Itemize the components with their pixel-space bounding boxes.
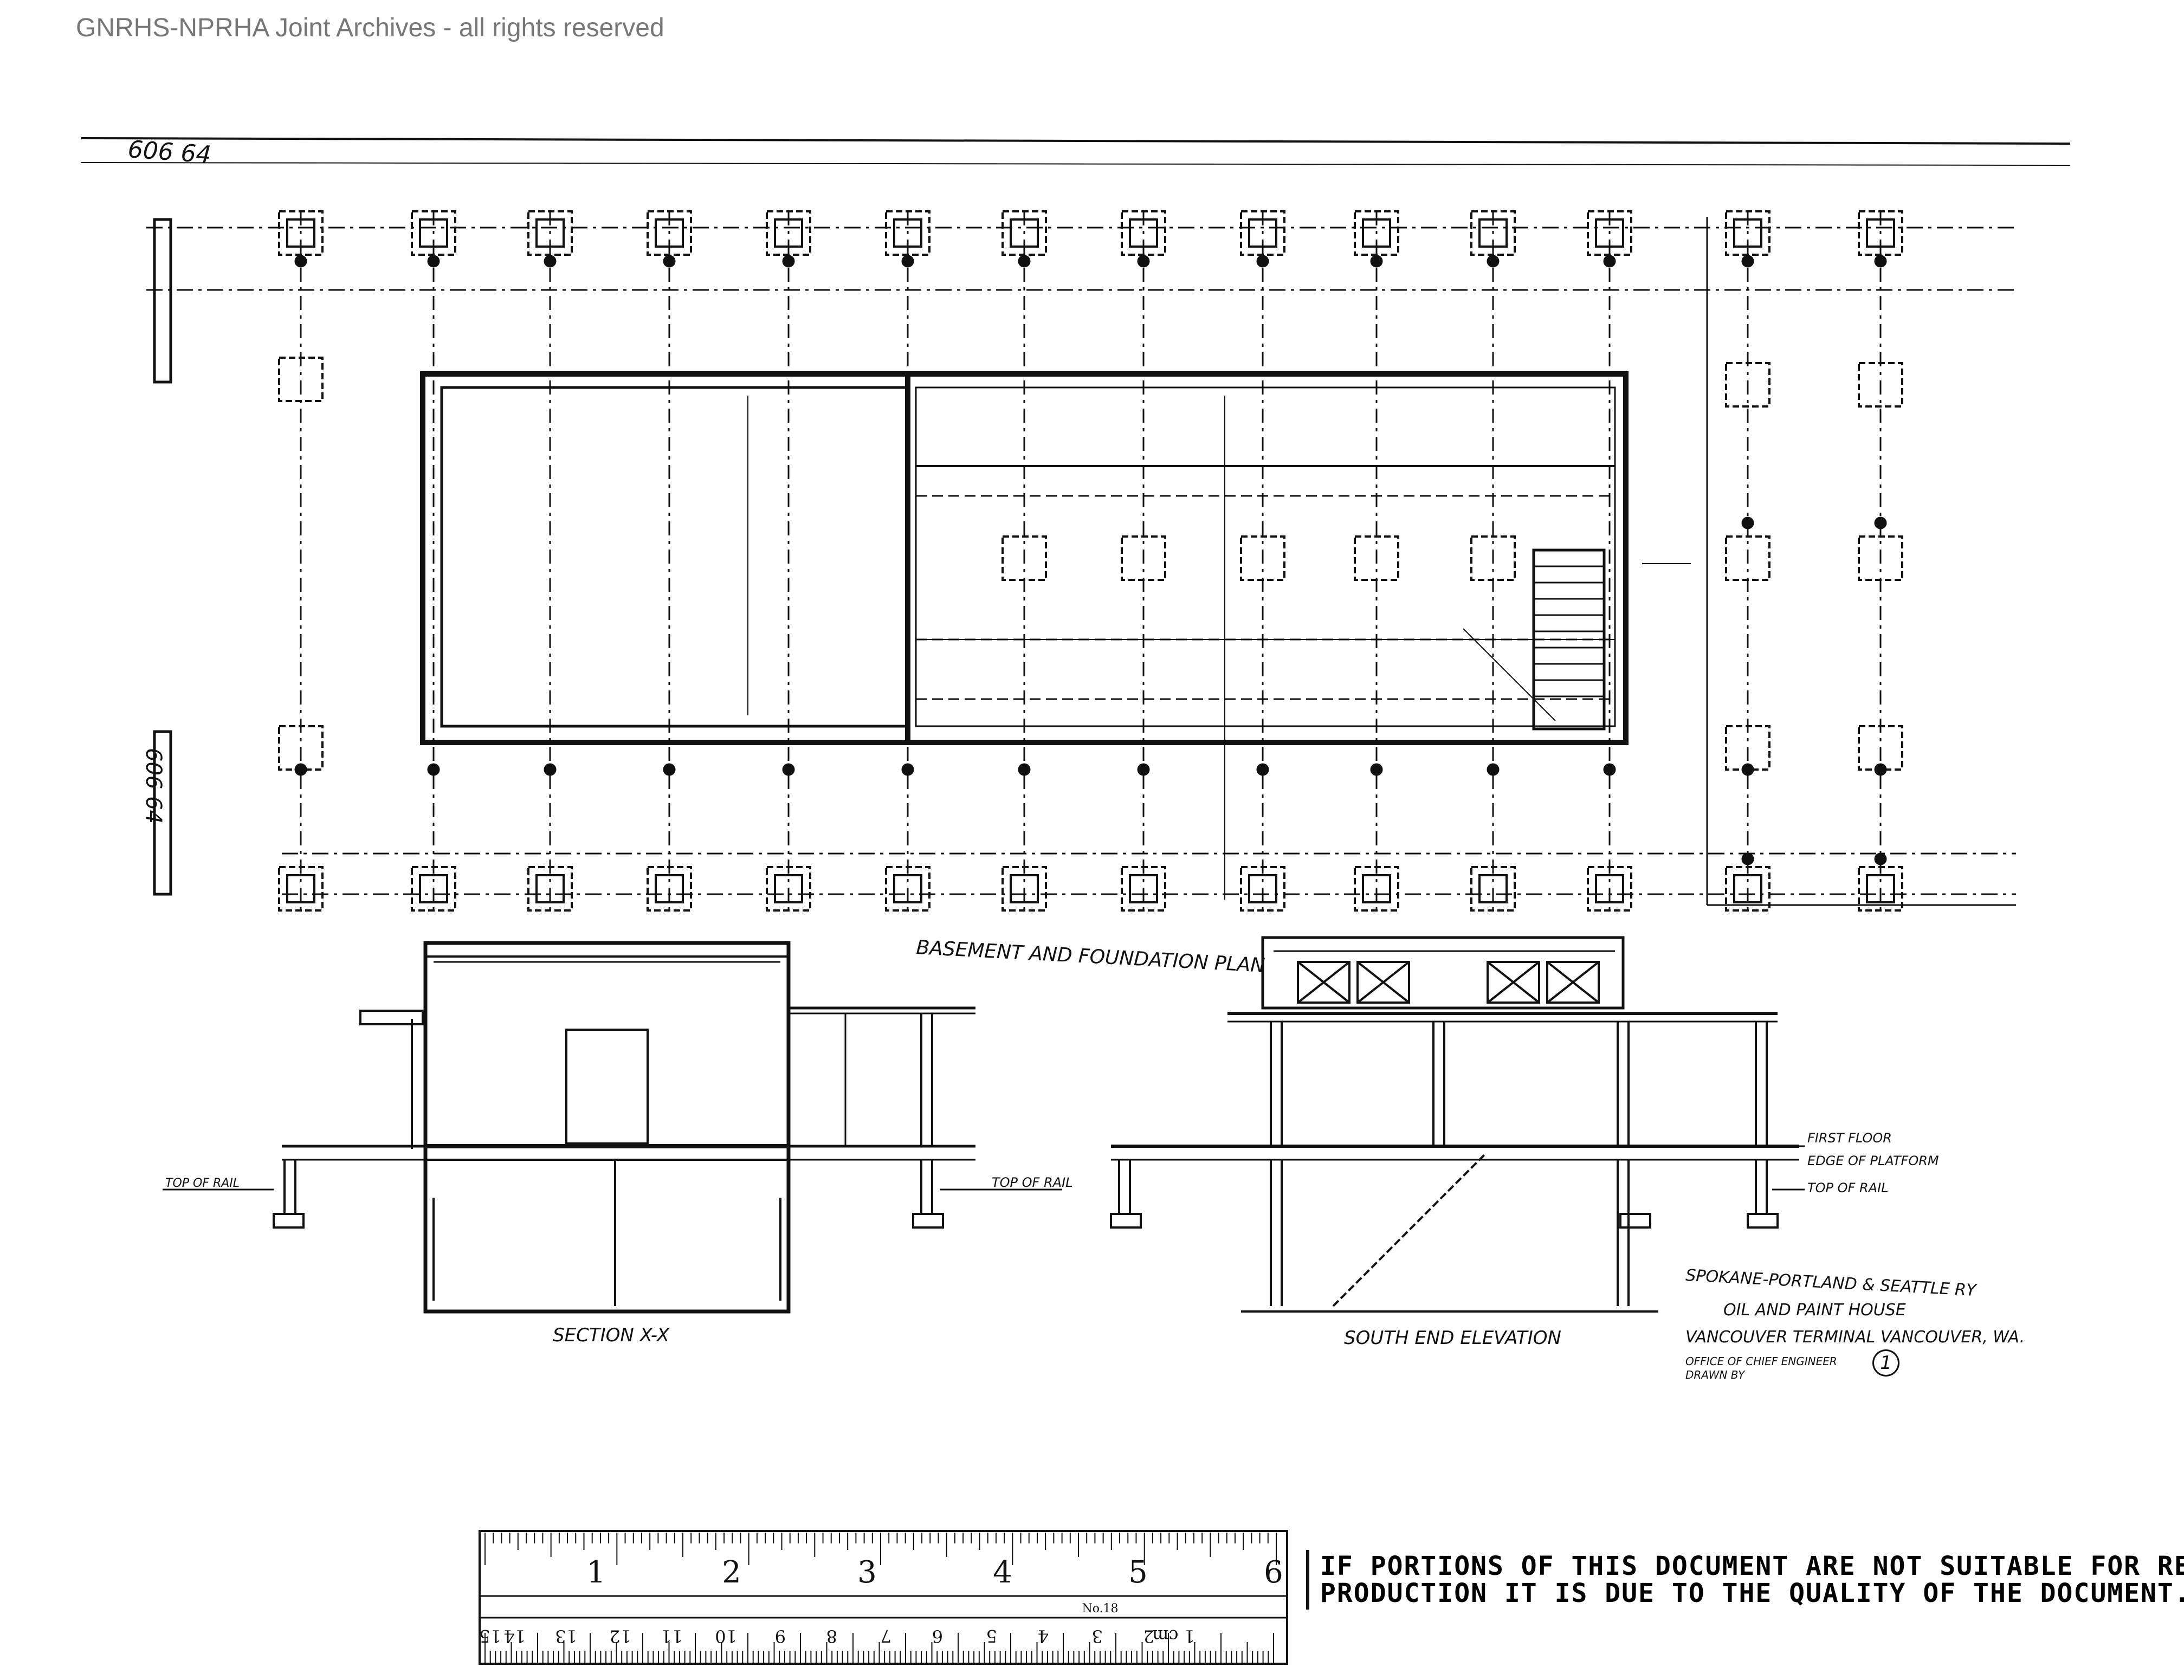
title-block-sheet-number: 1 — [1872, 1349, 1899, 1377]
title-block-building: OIL AND PAINT HOUSE — [1723, 1301, 1906, 1320]
label-top-of-rail-left: TOP OF RAIL — [165, 1177, 240, 1190]
foundation-plan — [81, 137, 2071, 912]
ruler-cm-15: 15 — [479, 1626, 501, 1646]
section-label: SECTION X-X — [553, 1324, 670, 1346]
ruler-cm-6: 6 — [932, 1626, 943, 1646]
ruler-cm-3: 3 — [1092, 1626, 1103, 1646]
corner-note-side: 606 64 — [141, 748, 166, 824]
ruler-cm-11: 11 — [661, 1626, 683, 1646]
plan-title: BASEMENT AND FOUNDATION PLAN — [916, 936, 1266, 977]
label-top-of-rail-right: TOP OF RAIL — [1807, 1180, 1889, 1196]
notice-line-1: IF PORTIONS OF THIS DOCUMENT ARE NOT SUI… — [1320, 1551, 2184, 1581]
ruler-cm-numbers: 1 cm 2 3 4 5 6 7 8 9 10 11 12 13 14 15 — [479, 1626, 1195, 1646]
ruler-cm-2: 2 — [1143, 1626, 1154, 1646]
ruler-inch-5: 5 — [1128, 1555, 1148, 1590]
ruler-cm-12: 12 — [609, 1626, 631, 1646]
scale-ruler: 1 2 3 4 5 6 No.18 1 cm 2 3 4 5 6 7 8 9 1… — [479, 1530, 1288, 1665]
title-block-office: OFFICE OF CHIEF ENGINEER — [1685, 1355, 1837, 1368]
label-top-of-rail-mid: TOP OF RAIL — [992, 1175, 1073, 1190]
ruler-model: No.18 — [1082, 1602, 1118, 1616]
elevation-label: SOUTH END ELEVATION — [1344, 1327, 1561, 1349]
ruler-cm-5: 5 — [986, 1626, 997, 1646]
ruler-cm-13: 13 — [555, 1626, 577, 1646]
ruler-cm-10: 10 — [715, 1626, 737, 1646]
title-block-drawn-by: DRAWN BY — [1685, 1368, 1745, 1381]
archive-watermark: GNRHS-NPRHA Joint Archives - all rights … — [76, 14, 664, 42]
ruler-cm-14: 14 — [503, 1626, 526, 1646]
ruler-cm-7: 7 — [881, 1626, 891, 1646]
ruler-cm-1: 1 cm — [1152, 1626, 1195, 1646]
title-block-location: VANCOUVER TERMINAL VANCOUVER, WA. — [1685, 1328, 2025, 1347]
ruler-inch-1: 1 — [586, 1555, 606, 1590]
south-end-elevation-drawing — [1110, 936, 1805, 1313]
label-edge-of-platform: EDGE OF PLATFORM — [1807, 1153, 1939, 1168]
label-first-floor: FIRST FLOOR — [1807, 1130, 1892, 1146]
notice-line-2: PRODUCTION IT IS DUE TO THE QUALITY OF T… — [1320, 1578, 2184, 1608]
ruler-cm-9: 9 — [775, 1626, 786, 1646]
ruler-inch-4: 4 — [993, 1555, 1012, 1590]
section-x-x-drawing — [163, 941, 1062, 1314]
corner-note: 606 64 — [127, 135, 212, 169]
ruler-inch-6: 6 — [1264, 1555, 1283, 1590]
reproduction-notice: IF PORTIONS OF THIS DOCUMENT ARE NOT SUI… — [1306, 1550, 2184, 1610]
ruler-cm-8: 8 — [826, 1626, 837, 1646]
ruler-inch-2: 2 — [722, 1555, 741, 1590]
ruler-cm-4: 4 — [1038, 1626, 1049, 1646]
ruler-inch-3: 3 — [857, 1555, 877, 1590]
